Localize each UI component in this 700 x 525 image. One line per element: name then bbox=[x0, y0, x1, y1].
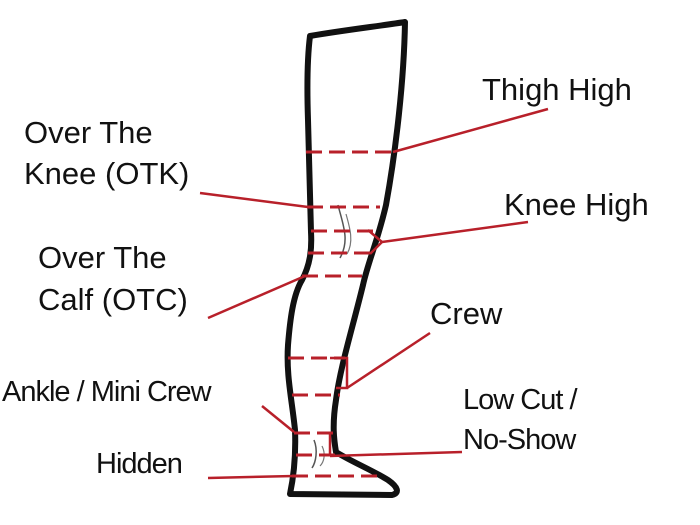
label-low-cut-line2: No-Show bbox=[463, 424, 576, 456]
knee-crease-2 bbox=[345, 213, 352, 255]
label-hidden: Hidden bbox=[96, 448, 183, 480]
label-low-cut-line1: Low Cut / bbox=[463, 384, 577, 416]
label-crew: Crew bbox=[430, 296, 503, 331]
label-over-the-calf-line2: Calf (OTC) bbox=[38, 282, 188, 317]
label-thigh-high: Thigh High bbox=[482, 72, 632, 107]
label-ankle-mini-crew: Ankle / Mini Crew bbox=[2, 376, 212, 408]
leader-knee-high bbox=[381, 220, 529, 244]
leg-outline bbox=[284, 19, 408, 498]
leader-over-the-calf bbox=[207, 274, 306, 320]
leader-ankle-mini-crew bbox=[261, 405, 295, 433]
leader-hidden bbox=[207, 474, 295, 480]
label-over-the-knee-line1: Over The bbox=[24, 115, 153, 150]
label-over-the-calf-line1: Over The bbox=[38, 240, 167, 275]
ankle-sketch-2 bbox=[319, 445, 325, 467]
label-knee-high: Knee High bbox=[504, 187, 649, 222]
leader-low-cut bbox=[329, 450, 463, 458]
leader-thigh-high bbox=[392, 107, 549, 154]
label-over-the-knee-line2: Knee (OTK) bbox=[24, 156, 190, 191]
ankle-sketch bbox=[311, 439, 317, 469]
leader-over-the-knee bbox=[199, 191, 309, 209]
leader-crew bbox=[346, 331, 431, 390]
bracket-crew bbox=[330, 356, 349, 390]
